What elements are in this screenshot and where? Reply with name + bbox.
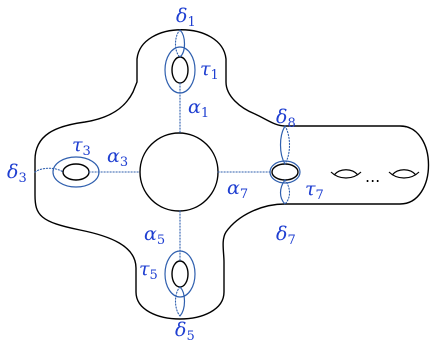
label-delta1: δ1 xyxy=(176,5,196,30)
delta5-curve-back xyxy=(174,286,181,317)
top-handle-hole xyxy=(171,56,189,84)
label-alpha3: α3 xyxy=(107,145,128,170)
delta8-curve-front xyxy=(279,125,286,165)
label-alpha5: α5 xyxy=(144,223,165,248)
label-delta5: δ5 xyxy=(175,319,195,344)
delta1-curve-front xyxy=(179,29,186,58)
delta3-curve xyxy=(34,167,64,173)
label-delta8: δ8 xyxy=(276,106,296,131)
delta1-curve-back xyxy=(174,29,181,58)
delta7-curve-front xyxy=(279,179,286,205)
label-delta3: δ3 xyxy=(7,161,27,186)
label-tau3: τ3 xyxy=(72,134,91,159)
label-tau1: τ1 xyxy=(200,58,219,83)
label-alpha1: α1 xyxy=(188,96,209,121)
label-tau5: τ5 xyxy=(139,258,158,283)
left-handle-hole xyxy=(62,163,90,181)
extra-genus-right xyxy=(388,169,420,179)
genus-ellipsis: ... xyxy=(365,167,380,186)
central-boundary-circle xyxy=(139,132,219,212)
delta7-curve-back xyxy=(284,179,291,205)
surface-outline xyxy=(34,29,430,320)
delta8-curve-back xyxy=(284,125,291,165)
label-tau7: τ7 xyxy=(305,178,324,203)
delta5-curve-front xyxy=(179,286,186,317)
label-alpha7: α7 xyxy=(227,177,248,202)
right-handle-hole xyxy=(271,163,299,181)
bottom-handle-hole xyxy=(171,260,189,288)
extra-genus-left xyxy=(330,169,362,179)
label-delta7: δ7 xyxy=(276,223,296,248)
